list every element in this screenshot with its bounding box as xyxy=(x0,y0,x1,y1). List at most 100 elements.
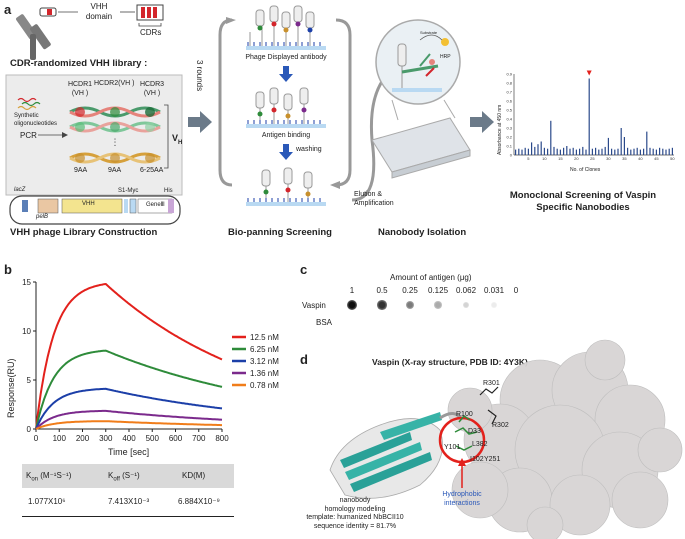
kon-header: Kon (M⁻¹S⁻¹) xyxy=(26,471,72,483)
elisa-bar xyxy=(572,147,574,155)
elisa-x-tick-label: 45 xyxy=(654,156,659,161)
elisa-bar xyxy=(518,148,520,155)
elisa-bar xyxy=(563,147,565,155)
spr-x-tick-label: 200 xyxy=(76,434,90,443)
aa1-label: 9AA xyxy=(74,167,88,174)
elisa-x-tick-label: 25 xyxy=(590,156,595,161)
vhh-domain-label: VHH domain xyxy=(85,2,113,21)
elisa-y-tick-label: 0.6 xyxy=(506,99,512,104)
s1myc-label: S1-Myc xyxy=(118,188,139,194)
elisa-x-tick-label: 30 xyxy=(606,156,611,161)
koff-header: Koff (S⁻¹) xyxy=(108,471,140,483)
spr-x-tick-label: 700 xyxy=(192,434,206,443)
elisa-bar xyxy=(534,146,536,155)
phage-plate-3 xyxy=(246,167,326,206)
elisa-bar xyxy=(559,149,561,155)
elisa-bar xyxy=(649,147,651,155)
elisa-bar xyxy=(591,148,593,155)
vaspin-dot xyxy=(434,301,442,309)
spr-y-tick-label: 15 xyxy=(22,278,31,287)
elisa-xlabel: No. of Clones xyxy=(570,167,601,173)
elisa-x-tick-label: 35 xyxy=(622,156,627,161)
washing-label: washing xyxy=(296,146,322,153)
elisa-bar xyxy=(537,144,539,155)
elisa-y-tick-label: 0.2 xyxy=(506,135,512,140)
elisa-highlight-arrow xyxy=(586,70,592,76)
elisa-bar xyxy=(531,142,533,155)
elisa-bar xyxy=(604,146,606,155)
spr-series-line xyxy=(35,282,223,430)
antigen-amount-value: 0.5 xyxy=(376,286,388,295)
elisa-bar xyxy=(524,147,526,155)
spr-legend-label: 12.5 nM xyxy=(250,333,279,342)
table-bottom-rule xyxy=(22,516,234,517)
panel-c-letter: c xyxy=(300,262,308,277)
residue-d33: D33 xyxy=(468,428,481,435)
elisa-x-tick-label: 50 xyxy=(670,156,675,161)
elisa-y-tick-label: 0.9 xyxy=(506,72,512,77)
spr-x-tick-label: 0 xyxy=(34,434,39,443)
residue-y251: Y251 xyxy=(484,456,501,463)
kd-value: 6.884X10⁻⁹ xyxy=(178,497,220,506)
spr-y-tick-label: 10 xyxy=(22,327,31,336)
spr-x-tick-label: 400 xyxy=(122,434,136,443)
elisa-bar xyxy=(521,149,523,155)
elisa-bar xyxy=(598,149,600,155)
structure-title: Vaspin (X-ray structure, PDB ID: 4Y3K) xyxy=(372,357,528,367)
nanobody-ribbon xyxy=(329,412,464,499)
elisa-bar xyxy=(540,141,542,155)
aa3-label: 6-25AA xyxy=(140,167,164,174)
elisa-bar xyxy=(595,147,597,155)
antigen-amount-value: 0.062 xyxy=(456,286,477,295)
gene-label: GeneⅢ xyxy=(146,202,165,208)
elisa-bar xyxy=(607,137,609,155)
elisa-bar xyxy=(515,149,517,155)
panel-d-letter: d xyxy=(300,352,308,367)
vaspin-dot xyxy=(347,300,357,310)
spr-y-tick-label: 5 xyxy=(27,376,32,385)
vh-label: VH xyxy=(172,133,183,146)
elisa-bar xyxy=(659,147,661,155)
synthetic-label: Synthetic oligonucleotides xyxy=(14,113,58,127)
residue-i102: I102 xyxy=(470,456,484,463)
antigen-binding-label: Antigen binding xyxy=(261,132,311,139)
elisa-bar xyxy=(643,148,645,155)
elisa-bar xyxy=(671,147,673,155)
antigen-amount-value: 0 xyxy=(513,286,519,295)
elisa-bar xyxy=(543,147,545,155)
elisa-bar xyxy=(550,120,552,155)
spr-x-tick-label: 800 xyxy=(215,434,229,443)
elisa-y-tick-label: 0 xyxy=(510,153,513,158)
elisa-y-tick-label: 0.1 xyxy=(506,144,512,149)
antigen-amount-value: 0.125 xyxy=(428,286,449,295)
vaspin-dot xyxy=(490,301,498,309)
elisa-bar xyxy=(655,149,657,155)
elisa-x-tick-label: 15 xyxy=(558,156,563,161)
aa2-label: 9AA xyxy=(108,167,122,174)
elisa-bar xyxy=(652,148,654,155)
dna-strands: ⋮ xyxy=(69,106,161,164)
elisa-bar xyxy=(620,128,622,155)
elisa-y-tick-label: 0.5 xyxy=(506,108,512,113)
elisa-x-tick-label: 40 xyxy=(638,156,643,161)
hcdr2-label: HCDR2(VH ) xyxy=(94,80,135,87)
elisa-bar xyxy=(662,148,664,155)
spr-x-tick-label: 600 xyxy=(169,434,183,443)
library-title: CDR-randomized VHH library : xyxy=(10,58,148,69)
elisa-bar xyxy=(601,148,603,155)
elisa-bar xyxy=(569,148,571,155)
vaspin-dot xyxy=(405,300,415,310)
elisa-bar xyxy=(556,148,558,155)
spr-series-line xyxy=(35,349,223,430)
cdrs-label: CDRs xyxy=(140,28,162,37)
nanobody-model-label: nanobody homology modeling template: hum… xyxy=(306,497,404,530)
svg-text:⋮: ⋮ xyxy=(111,137,120,147)
panel-a-letter: a xyxy=(4,2,12,17)
monoclonal-title: Monoclonal Screening of Vaspin Specific … xyxy=(509,190,657,213)
spr-series-line xyxy=(35,409,223,430)
vhh-antibody-icon xyxy=(16,7,57,60)
